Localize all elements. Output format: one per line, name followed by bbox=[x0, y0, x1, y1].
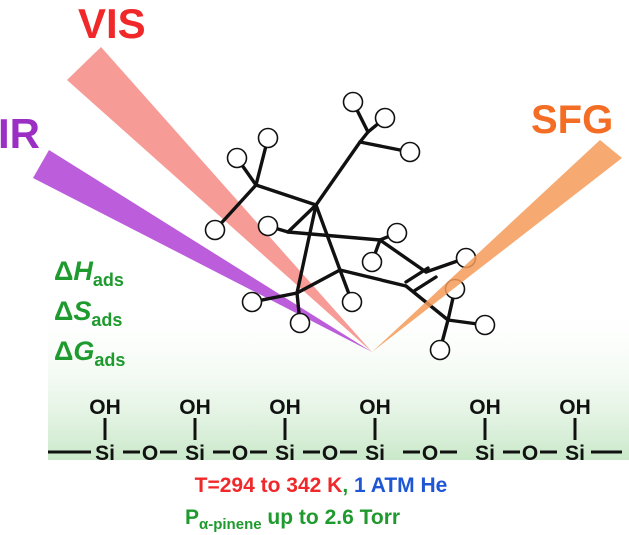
silicon-label: Si bbox=[365, 442, 385, 465]
comma: , bbox=[342, 474, 348, 497]
thermo-quantities: ΔHads ΔSads ΔGads bbox=[54, 256, 125, 370]
silicon-label: Si bbox=[185, 442, 205, 465]
enthalpy-label: ΔHads bbox=[54, 256, 124, 290]
oxygen-label: O bbox=[142, 442, 158, 465]
pressure-subscript: α-pinene bbox=[199, 516, 262, 533]
sfg-label: SFG bbox=[531, 98, 613, 142]
conditions-line-2: Pα-pinene up to 2.6 Torr bbox=[185, 506, 400, 533]
ir-beam bbox=[33, 150, 372, 352]
hydroxyl-label: OH bbox=[179, 396, 211, 419]
pressure-symbol: P bbox=[185, 506, 199, 529]
vis-beam bbox=[67, 47, 372, 352]
temperature-range: T=294 to 342 K bbox=[195, 474, 343, 497]
oxygen-label: O bbox=[232, 442, 248, 465]
entropy-label: ΔSads bbox=[54, 296, 122, 330]
oxygen-label: O bbox=[422, 442, 438, 465]
silica-surface: OH Si OH Si OH Si OH Si OH Si OH Si O O O O O bbox=[48, 396, 622, 465]
hydroxyl-label: OH bbox=[359, 396, 391, 419]
hydrogen-atoms bbox=[204, 91, 496, 361]
vis-label: VIS bbox=[78, 0, 146, 47]
pressure-range: up to 2.6 Torr bbox=[267, 506, 400, 529]
oxygen-label: O bbox=[322, 442, 338, 465]
hydroxyl-label: OH bbox=[269, 396, 301, 419]
hydroxyl-label: OH bbox=[559, 396, 591, 419]
hydroxyl-label: OH bbox=[469, 396, 501, 419]
carrier-gas: 1 ATM He bbox=[354, 474, 447, 497]
sfg-beam bbox=[372, 140, 622, 352]
silicon-label: Si bbox=[565, 442, 585, 465]
gibbs-label: ΔGads bbox=[54, 336, 125, 370]
silicon-label: Si bbox=[95, 442, 115, 465]
conditions-line-1: T=294 to 342 K, 1 ATM He bbox=[195, 474, 448, 497]
ir-label: IR bbox=[0, 110, 40, 157]
oxygen-label: O bbox=[522, 442, 538, 465]
hydroxyl-label: OH bbox=[89, 396, 121, 419]
silicon-label: Si bbox=[275, 442, 295, 465]
surface-gradient bbox=[48, 300, 629, 460]
silicon-label: Si bbox=[475, 442, 495, 465]
